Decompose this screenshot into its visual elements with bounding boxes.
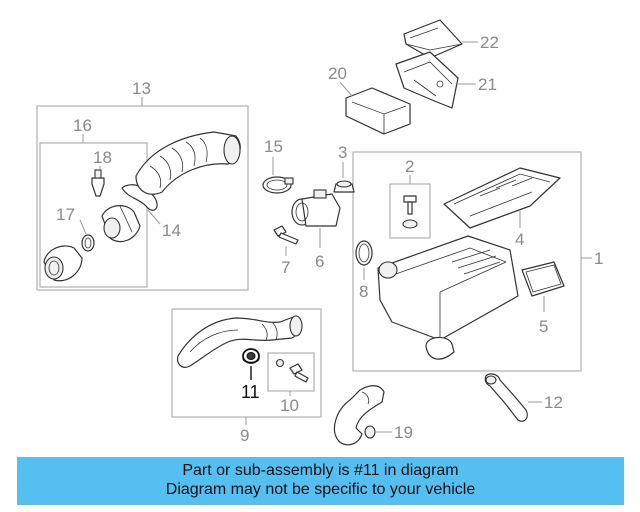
callout-13: 13 [132,79,151,98]
callout-15: 15 [264,137,283,156]
callout-8: 8 [359,282,368,301]
group-box-9 [171,308,322,418]
part-13-intake-hose [135,131,241,195]
group-box-2 [389,183,431,239]
callout-19: 19 [394,423,413,442]
callout-16: 16 [73,116,92,135]
callout-1: 1 [594,249,603,268]
part-1-air-cleaner-assembly [377,235,519,360]
part-2-bolt-grommet [402,195,418,229]
part-17-o-ring [81,234,95,252]
part-11-grommet [242,348,260,364]
part-19-air-hose [333,385,385,446]
part-10-bolt-nut [275,358,309,383]
callout-18: 18 [93,148,112,167]
callout-5: 5 [539,317,548,336]
parts-diagram: 22 21 20 13 16 18 15 3 2 1 17 14 4 7 6 8… [36,19,603,446]
part-22-air-duct-cover [403,19,463,59]
callout-6: 6 [315,252,324,271]
callout-21: 21 [478,75,497,94]
callout-14: 14 [162,221,181,240]
banner-line-part-number: Part or sub-assembly is #11 in diagram [182,462,459,479]
part-15-hose-clamp [262,176,294,194]
part-16-intake-assembly [101,205,141,243]
callout-7: 7 [281,258,290,277]
leader-17 [79,219,87,235]
callout-9: 9 [240,426,249,445]
part-4-air-box-cover [443,167,561,229]
part-20-air-duct [345,87,411,135]
callout-20: 20 [328,64,347,83]
group-box-13 [36,105,249,291]
callout-10: 10 [280,396,299,415]
callout-17: 17 [56,205,75,224]
leader-20 [339,81,353,97]
info-banner: Part or sub-assembly is #11 in diagram D… [17,457,624,505]
part-9-resonator-duct [177,315,303,368]
group-box-1 [352,151,582,372]
callout-22: 22 [480,33,499,52]
callout-12: 12 [544,393,563,412]
leader-14 [147,209,161,225]
part-6-airflow-sensor [291,189,341,227]
part-8-gasket [355,240,373,266]
group-box-16 [39,142,148,288]
banner-line-disclaimer: Diagram may not be specific to your vehi… [165,481,476,498]
part-12-vent-hose [484,373,528,422]
callout-11: 11 [241,382,260,402]
part-5-air-filter [521,261,565,297]
callout-2: 2 [405,157,414,176]
part-21-intake-housing [395,51,459,109]
group-box-10 [267,352,315,392]
callout-3: 3 [338,143,347,162]
part-3-grommet [333,180,355,193]
callout-4: 4 [515,230,524,249]
part-18-temp-sensor [91,169,105,197]
part-7-bolt [273,225,299,245]
part-16-throttle-body [43,245,83,282]
